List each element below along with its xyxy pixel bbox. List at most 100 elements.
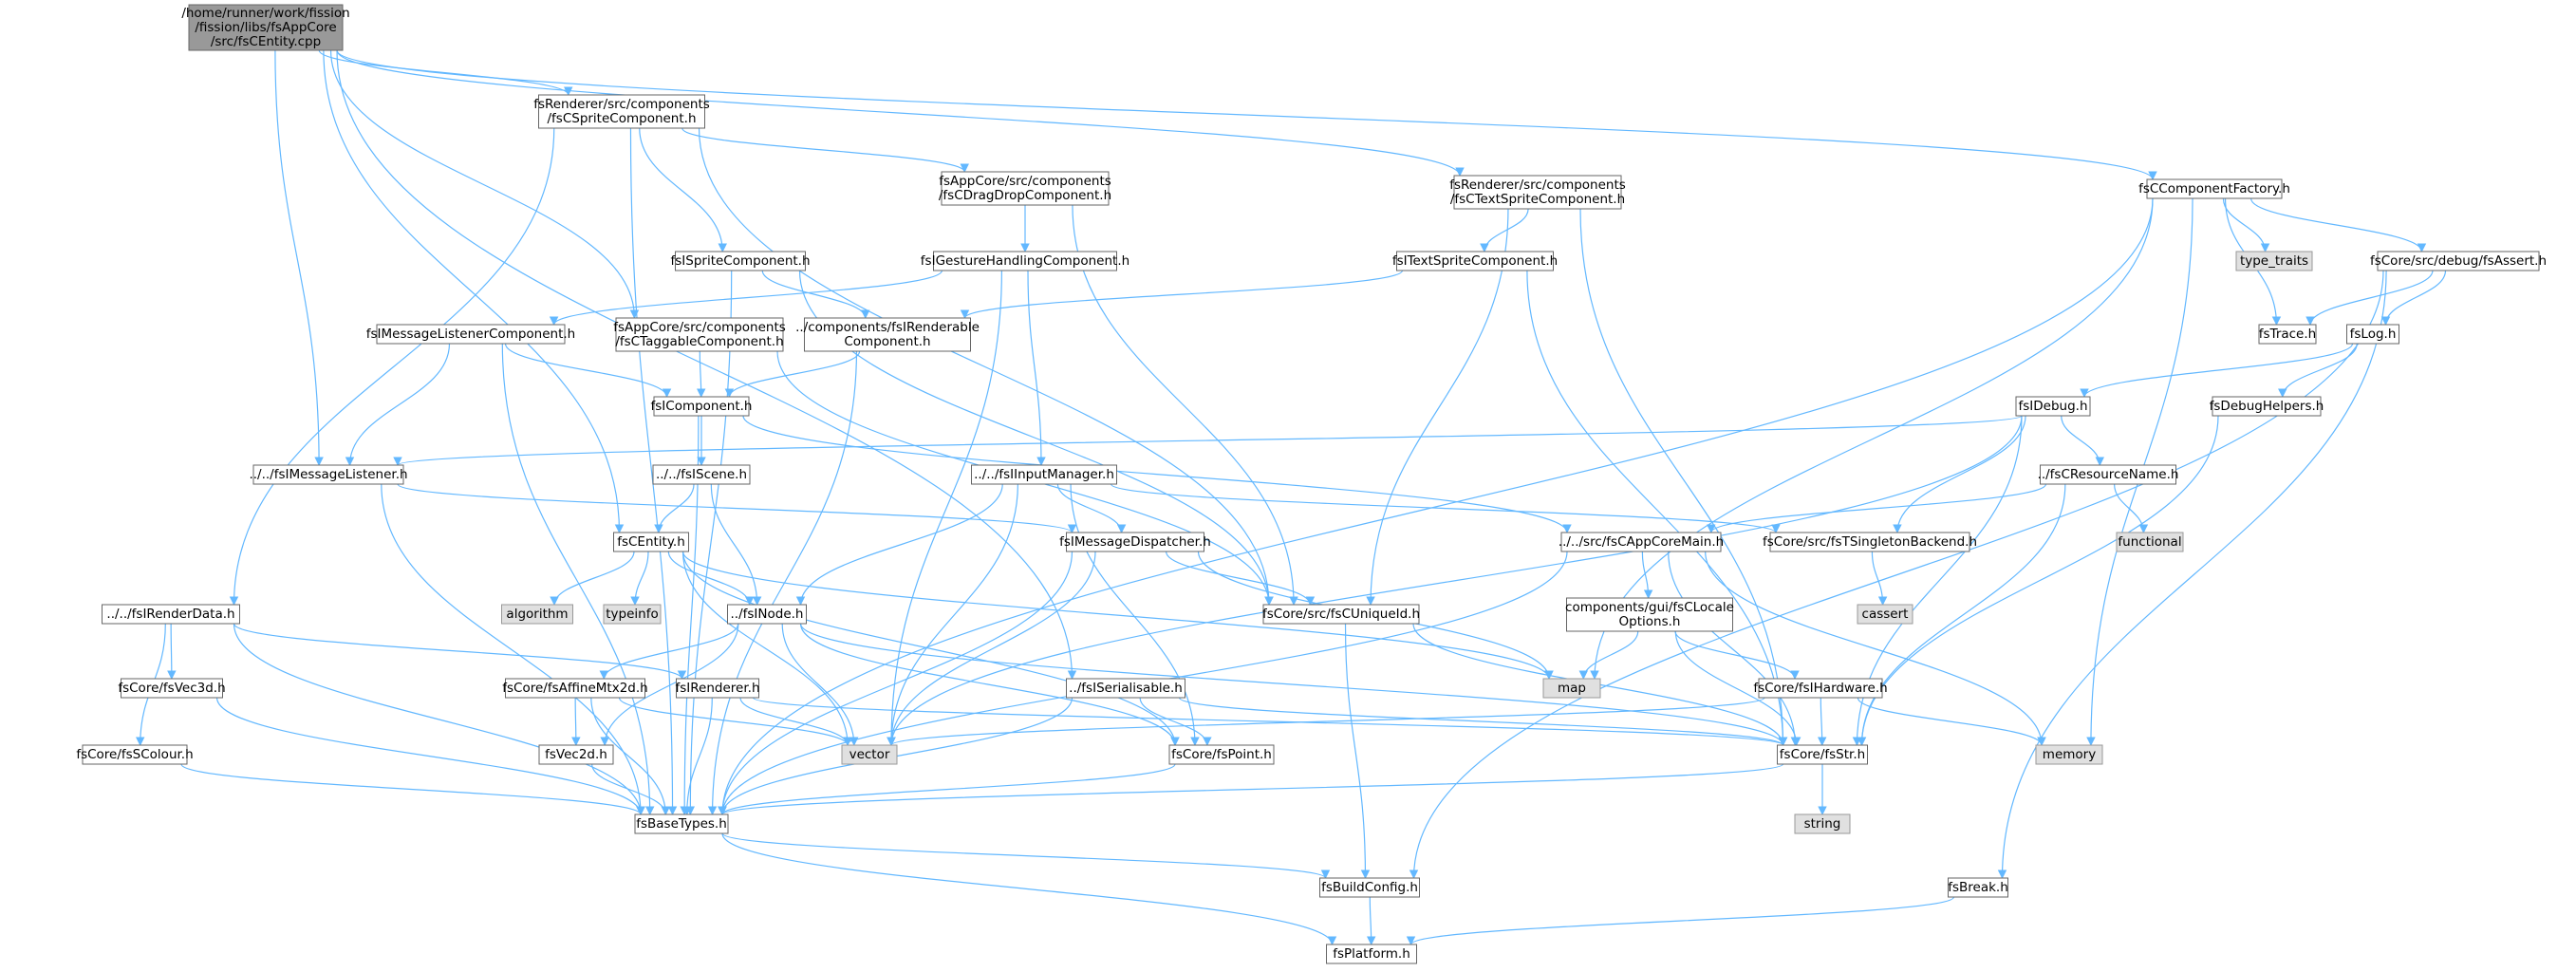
node-iserialisable[interactable]: ../fsISerialisable.h: [1066, 678, 1185, 699]
node-label-line: ../../fsIRenderData.h: [106, 607, 234, 622]
node-input_mgr[interactable]: ../../fsIInputManager.h: [971, 464, 1117, 485]
edge-inode-to-affine: [599, 623, 739, 680]
node-iscene[interactable]: ../../fsIScene.h: [652, 464, 751, 485]
edge-app_core_main-to-locale_options: [1641, 551, 1653, 599]
node-ihardware[interactable]: fsCore/fsIHardware.h: [1753, 678, 1888, 699]
node-box: [505, 678, 645, 699]
edge-comp_factory-to-base_types: [718, 197, 2154, 815]
node-label: fsIComponent.h: [651, 399, 753, 414]
node-box: [1453, 175, 1622, 210]
edge-centity-to-point: [681, 551, 1180, 746]
node-gesture[interactable]: fsIGestureHandlingComponent.h: [921, 251, 1129, 271]
edge-build_config-to-platform: [1366, 896, 1376, 945]
node-box: [2146, 178, 2283, 199]
node-box: [676, 678, 759, 699]
node-resource_name[interactable]: ../fsCResourceName.h: [2038, 464, 2179, 485]
node-box: [1794, 813, 1851, 834]
node-point[interactable]: fsCore/fsPoint.h: [1168, 744, 1275, 765]
node-label-line: fsCore/src/fsCUniqueId.h: [1262, 607, 1420, 622]
edge-cunique_id-to-build_config: [1344, 623, 1371, 879]
node-box: [252, 464, 404, 485]
node-label-line: fsVec2d.h: [545, 747, 607, 762]
node-irenderer[interactable]: fsIRenderer.h: [676, 678, 760, 699]
node-label-line: type_traits: [2240, 253, 2308, 269]
node-taggable[interactable]: fsAppCore/src/components/fsCTaggableComp…: [613, 317, 786, 352]
node-box: [2116, 532, 2184, 552]
node-box: [1066, 678, 1185, 699]
node-label: ../../fsIMessageListener.h: [249, 467, 407, 482]
edge-input_mgr-to-point: [1070, 483, 1200, 746]
node-build_config[interactable]: fsBuildConfig.h: [1319, 877, 1420, 898]
node-label-line: fsCore/fsIHardware.h: [1753, 681, 1887, 696]
node-cunique_id[interactable]: fsCore/src/fsCUniqueId.h: [1262, 604, 1420, 625]
edge-ihardware-to-vector: [887, 697, 1765, 746]
node-box: [1542, 678, 1601, 699]
node-idebug[interactable]: fsIDebug.h: [2015, 396, 2091, 417]
node-fstrace[interactable]: fsTrace.h: [2258, 324, 2317, 345]
node-label: typeinfo: [606, 607, 658, 622]
node-msg_listener_comp[interactable]: fsIMessageListenerComponent.h: [366, 324, 575, 345]
edge-msg_dispatcher-to-cunique_id: [1165, 551, 1316, 606]
node-app_core_main[interactable]: ../../src/fsCAppCoreMain.h: [1559, 532, 1724, 552]
edge-root-to-msg_listener: [274, 49, 324, 466]
node-label-line: ../../src/fsCAppCoreMain.h: [1559, 534, 1724, 550]
node-label: ../../fsIScene.h: [656, 467, 747, 482]
edge-fsassert-to-fslog: [2380, 270, 2447, 326]
node-msg_listener[interactable]: ../../fsIMessageListener.h: [249, 464, 408, 485]
edge-inode-to-vec2d: [600, 623, 739, 746]
node-label: fsCComponentFactory.h: [2138, 181, 2290, 196]
node-fslog[interactable]: fsLog.h: [2346, 324, 2399, 345]
node-label: fsPlatform.h: [1333, 946, 1410, 962]
node-base_types[interactable]: fsBaseTypes.h: [634, 813, 729, 834]
node-vec3d[interactable]: fsCore/fsVec3d.h: [118, 678, 226, 699]
node-itext_sprite[interactable]: fsITextSpriteComponent.h: [1392, 251, 1558, 271]
node-fsstr[interactable]: fsCore/fsStr.h: [1777, 744, 1868, 765]
node-render_data[interactable]: ../../fsIRenderData.h: [102, 604, 240, 625]
edges-layer: [135, 49, 2447, 945]
node-label-line: /fsCTaggableComponent.h: [615, 334, 783, 349]
node-debug_helpers[interactable]: fsDebugHelpers.h: [2210, 396, 2324, 417]
node-box: [1777, 744, 1868, 765]
edge-text_sprite_comp-to-cunique_id: [1366, 208, 1509, 606]
node-typeinfo: typeinfo: [603, 604, 662, 625]
node-box: [971, 464, 1117, 485]
node-label-line: fsAppCore/src/components: [939, 174, 1111, 189]
node-label: ../../src/fsCAppCoreMain.h: [1559, 534, 1724, 550]
node-platform[interactable]: fsPlatform.h: [1326, 944, 1417, 964]
node-label-line: fsBuildConfig.h: [1321, 880, 1418, 895]
node-inode[interactable]: ../fsINode.h: [727, 604, 807, 625]
node-label-line: ../fsINode.h: [731, 607, 804, 622]
node-label: fsIMessageDispatcher.h: [1059, 534, 1211, 550]
node-text_sprite_comp[interactable]: fsRenderer/src/components/fsCTextSpriteC…: [1449, 175, 1626, 210]
node-singleton_backend[interactable]: fsCore/src/fsTSingletonBackend.h: [1763, 532, 1977, 552]
node-vec2d[interactable]: fsVec2d.h: [538, 744, 614, 765]
node-label: /home/runner/work/fission/fission/libs/f…: [181, 6, 349, 49]
node-label: fsRenderer/src/components/fsCTextSpriteC…: [1449, 178, 1626, 207]
node-drag_drop[interactable]: fsAppCore/src/components/fsCDragDropComp…: [939, 171, 1111, 206]
node-box: [2377, 251, 2540, 271]
node-box: [1396, 251, 1554, 271]
node-scolour[interactable]: fsCore/fsSColour.h: [76, 744, 194, 765]
edge-render_data-to-vec3d: [167, 623, 177, 680]
node-msg_dispatcher[interactable]: fsIMessageDispatcher.h: [1059, 532, 1211, 552]
node-icomponent[interactable]: fsIComponent.h: [651, 396, 753, 417]
node-box: [615, 317, 784, 352]
node-fsassert[interactable]: fsCore/src/debug/fsAssert.h: [2370, 251, 2547, 271]
node-functional: functional: [2116, 532, 2184, 552]
node-comp_factory[interactable]: fsCComponentFactory.h: [2138, 178, 2290, 199]
node-centity[interactable]: fsCEntity.h: [613, 532, 689, 552]
edge-render_data-to-irenderer: [233, 623, 687, 680]
node-fsbreak[interactable]: fsBreak.h: [1948, 877, 2008, 898]
edge-idebug-to-resource_name: [2061, 415, 2105, 466]
node-label: fsIDebug.h: [2018, 399, 2087, 414]
edge-locale_options-to-ihardware: [1674, 630, 1800, 680]
node-root[interactable]: /home/runner/work/fission/fission/libs/f…: [181, 4, 350, 51]
node-sprite_comp[interactable]: fsRenderer/src/components/fsCSpriteCompo…: [533, 94, 710, 129]
node-label-line: fsCore/fsAffineMtx2d.h: [502, 681, 647, 696]
node-label: algorithm: [506, 607, 568, 622]
node-cassert: cassert: [1857, 604, 1913, 625]
node-affine[interactable]: fsCore/fsAffineMtx2d.h: [502, 678, 648, 699]
node-isprite[interactable]: fsISpriteComponent.h: [670, 251, 811, 271]
